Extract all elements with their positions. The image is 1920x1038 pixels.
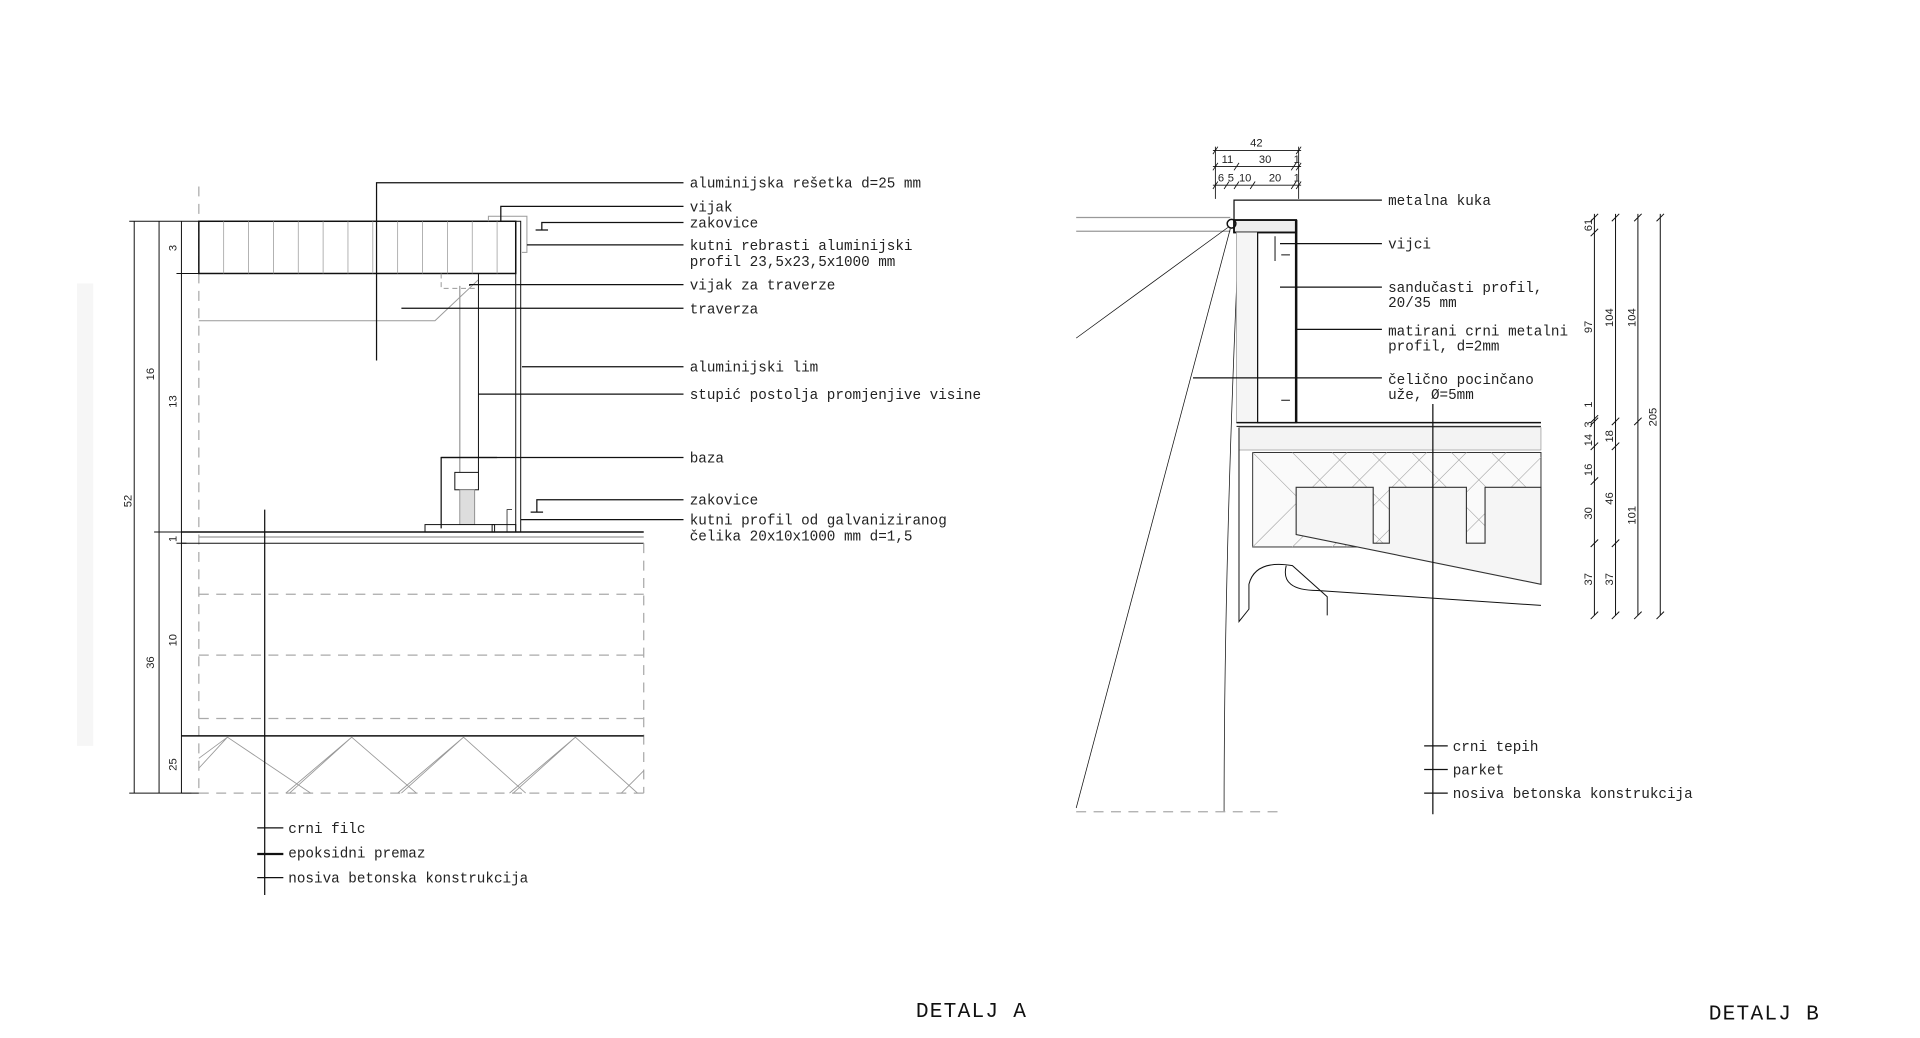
- label-screws: vijci: [1388, 238, 1431, 254]
- label-steel-cable-size: uže, Ø=5mm: [1388, 388, 1474, 404]
- dim-52: 52: [123, 495, 135, 507]
- detail-b-title: DETALJ B: [1709, 1002, 1820, 1026]
- dim-104: 104: [1604, 308, 1616, 327]
- label-rivets: zakovice: [690, 216, 759, 232]
- angle-profile: [487, 215, 528, 253]
- dim-3: 3: [167, 245, 179, 251]
- label-black-profile: matirani crni metalni: [1388, 325, 1568, 341]
- label-box-profile-size: 20/35 mm: [1388, 296, 1457, 312]
- label-aluminium-grating: aluminijska rešetka d=25 mm: [690, 177, 921, 193]
- label-steel-cable: čelično pocinčano: [1388, 373, 1534, 389]
- dim-36: 36: [145, 656, 157, 668]
- dim-1-top: 1: [1294, 154, 1300, 166]
- label-box-profile: sandučasti profil,: [1388, 281, 1542, 297]
- dim-37-2: 37: [1604, 573, 1616, 585]
- dim-46: 46: [1604, 492, 1616, 504]
- aluminium-grating: [198, 220, 517, 275]
- label-metal-hook: metalna kuka: [1388, 194, 1491, 210]
- dim-13: 13: [167, 395, 179, 407]
- metal-cap: [1233, 219, 1298, 234]
- floor-b-section: [1236, 421, 1542, 623]
- top-dimension-lines: [1212, 146, 1302, 199]
- label-concrete-structure: nosiva betonska konstrukcija: [288, 872, 528, 888]
- metal-hook: [1226, 218, 1237, 229]
- detail-b-labels: metalna kuka vijci sandučasti profil, 20…: [1388, 194, 1693, 803]
- dim-16-side: 16: [1583, 464, 1595, 476]
- label-black-felt: crni filc: [288, 822, 365, 838]
- dim-25: 25: [167, 758, 179, 770]
- label-black-carpet: crni tepih: [1453, 740, 1539, 756]
- dim-205: 205: [1648, 408, 1660, 427]
- dim-97: 97: [1583, 321, 1595, 333]
- traverse: [198, 279, 479, 322]
- detail-a: 52 16 36 3 13 1 10 25 aluminijska rešetk…: [123, 177, 1027, 1024]
- label-base: baza: [690, 451, 725, 467]
- traverse-bracket: [440, 273, 479, 289]
- dim-1: 1: [167, 536, 179, 542]
- label-traverse: traverza: [690, 302, 759, 318]
- label-steel-profile-size: čelika 20x10x1000 mm d=1,5: [690, 530, 913, 546]
- label-angle-profile-size: profil 23,5x23,5x1000 mm: [690, 255, 896, 271]
- dim-16: 16: [145, 368, 157, 380]
- dim-10-top: 10: [1239, 172, 1251, 184]
- label-angle-profile: kutni rebrasti aluminijski: [690, 239, 913, 255]
- dim-18: 18: [1604, 430, 1616, 442]
- box-profile: [1257, 231, 1297, 424]
- dim-11: 11: [1222, 154, 1234, 166]
- detail-a-labels: aluminijska rešetka d=25 mm vijak zakovi…: [288, 177, 981, 888]
- label-epoxy-coating: epoksidni premaz: [288, 847, 425, 863]
- dim-61: 61: [1583, 219, 1595, 231]
- label-screw: vijak: [690, 200, 733, 216]
- dim-20: 20: [1269, 172, 1281, 184]
- label-aluminium-sheet: aluminijski lim: [690, 361, 819, 377]
- dim-30: 30: [1259, 154, 1271, 166]
- dim-1-top-2: 1: [1294, 172, 1300, 184]
- label-traverse-screw: vijak za traverze: [690, 279, 836, 295]
- dim-42: 42: [1250, 138, 1262, 150]
- label-pedestal: stupić postolja promjenjive visine: [690, 388, 981, 404]
- label-concrete-structure-b: nosiva betonska konstrukcija: [1453, 787, 1693, 803]
- detail-a-title: DETALJ A: [916, 1000, 1027, 1024]
- label-black-profile-size: profil, d=2mm: [1388, 340, 1499, 356]
- dim-101: 101: [1626, 506, 1638, 525]
- label-steel-profile: kutni profil od galvaniziranog: [690, 514, 947, 530]
- dim-6: 6: [1218, 172, 1224, 184]
- side-dimension-lines: [1590, 213, 1665, 620]
- leader-lines-b: [1193, 199, 1448, 815]
- dotted-infill: [1236, 232, 1259, 424]
- dim-3-side: 3: [1583, 421, 1595, 427]
- label-rivets-2: zakovice: [690, 494, 759, 510]
- floor-section: [181, 531, 645, 794]
- dim-14: 14: [1583, 434, 1595, 446]
- steel-cable: [1075, 227, 1240, 812]
- dim-1-side: 1: [1583, 402, 1595, 408]
- dim-37: 37: [1583, 573, 1595, 585]
- label-parquet: parket: [1453, 763, 1504, 779]
- dim-104-2: 104: [1626, 308, 1638, 327]
- pedestal: [424, 273, 517, 533]
- screw-marks: [1274, 236, 1290, 401]
- detail-b: 42 11 30 1 6 5 10 20 1: [1075, 138, 1820, 1026]
- leader-lines: [257, 182, 684, 896]
- dim-30-side: 30: [1583, 507, 1595, 519]
- dim-10: 10: [167, 634, 179, 646]
- dimension-lines: [129, 220, 199, 794]
- margin-strip: [77, 283, 94, 746]
- dim-5: 5: [1228, 172, 1234, 184]
